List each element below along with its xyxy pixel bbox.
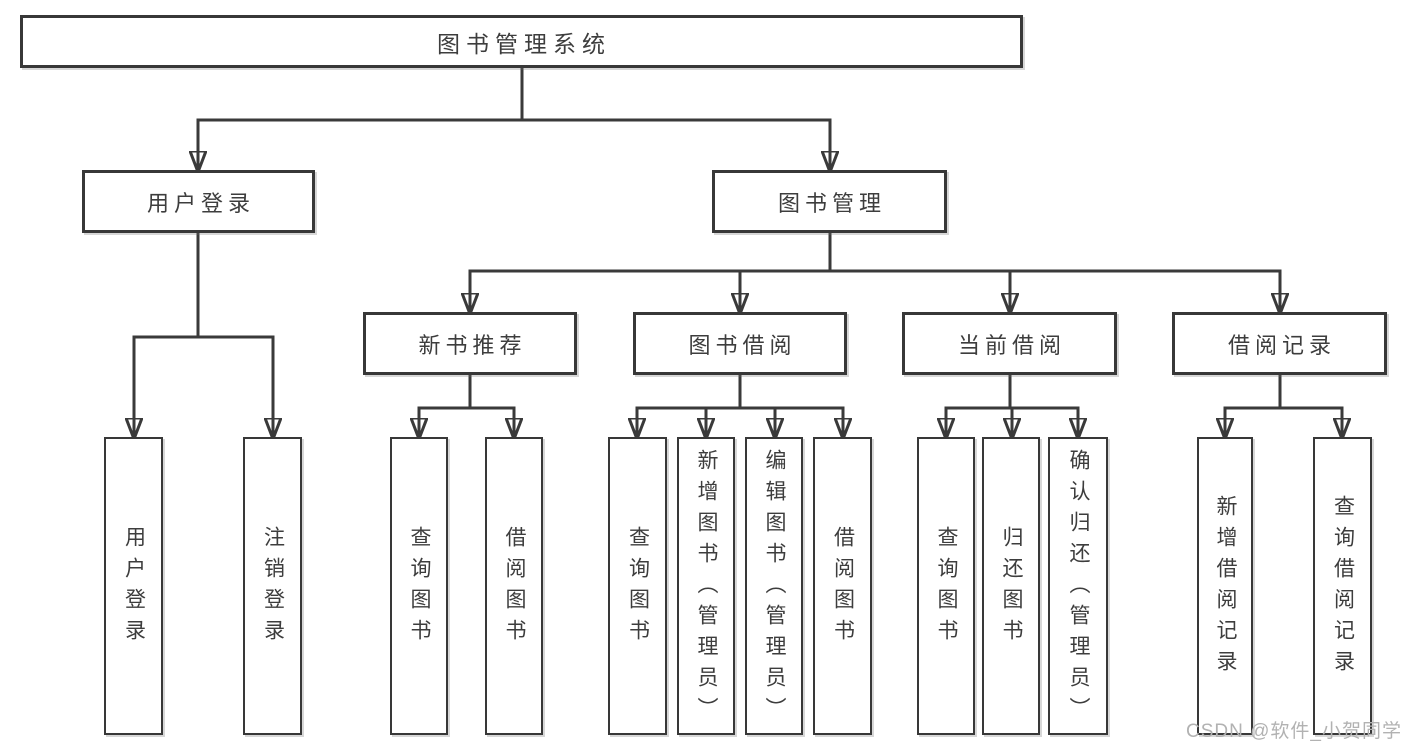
branch-borrow-records: [1224, 375, 1344, 439]
branch-root: [197, 67, 832, 172]
node-leaf-logout: 注销登录: [243, 437, 302, 735]
node-leaf-edit-books-admin: 编辑图书（管理员）: [745, 437, 803, 735]
node-book-management: 图书管理: [712, 170, 947, 233]
node-leaf-confirm-return-admin: 确认归还（管理员）: [1048, 437, 1108, 735]
node-leaf-add-books-admin: 新增图书（管理员）: [677, 437, 735, 735]
node-leaf-query-books-2: 查询图书: [608, 437, 667, 735]
branch-new-book-recommend: [418, 375, 516, 439]
node-leaf-borrow-books-1: 借阅图书: [485, 437, 543, 735]
node-library-system: 图书管理系统: [20, 15, 1023, 68]
csdn-watermark: CSDN @软件_小贺同学: [1186, 721, 1402, 742]
branch-current-borrow: [945, 375, 1080, 439]
node-leaf-query-borrow-record: 查询借阅记录: [1313, 437, 1372, 735]
node-user-login: 用户登录: [82, 170, 315, 233]
node-current-borrow: 当前借阅: [902, 312, 1117, 375]
node-new-book-recommend: 新书推荐: [363, 312, 577, 375]
branch-book-management: [469, 233, 1282, 314]
node-borrow-records: 借阅记录: [1172, 312, 1387, 375]
node-leaf-user-login: 用户登录: [104, 437, 163, 735]
node-leaf-add-borrow-record: 新增借阅记录: [1197, 437, 1253, 735]
node-leaf-return-books: 归还图书: [982, 437, 1040, 735]
branch-user-login: [133, 233, 275, 439]
node-leaf-query-books-3: 查询图书: [917, 437, 975, 735]
node-book-borrow: 图书借阅: [633, 312, 847, 375]
branch-book-borrow: [636, 375, 845, 439]
node-leaf-borrow-books-2: 借阅图书: [813, 437, 872, 735]
node-leaf-query-books-1: 查询图书: [390, 437, 448, 735]
